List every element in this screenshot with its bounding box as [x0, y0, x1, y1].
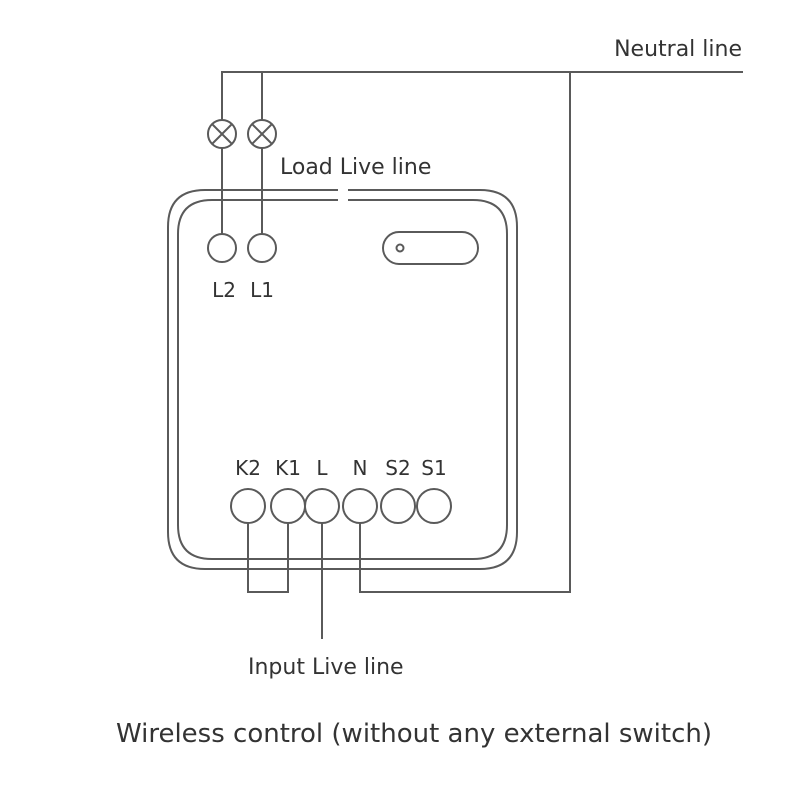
- terminal-label-l1: L1: [250, 278, 274, 302]
- indicator-button: [382, 231, 479, 265]
- terminal-label-n: N: [353, 456, 368, 480]
- terminal-k1: [270, 488, 306, 524]
- terminal-label-k2: K2: [235, 456, 261, 480]
- terminal-label-l2: L2: [212, 278, 236, 302]
- terminal-l2: [207, 233, 237, 263]
- diagram-caption: Wireless control (without any external s…: [116, 719, 712, 749]
- neutral-return-wire: [359, 71, 571, 593]
- terminal-label-l: L: [316, 456, 328, 480]
- lamp-l2: [207, 119, 237, 149]
- terminal-l: [304, 488, 340, 524]
- terminal-l1: [247, 233, 277, 263]
- bottom-terminals: [230, 488, 452, 524]
- k2-k1-bridge-wire: [247, 519, 289, 593]
- top-terminals: [207, 233, 277, 263]
- terminal-label-k1: K1: [275, 456, 301, 480]
- terminal-n: [342, 488, 378, 524]
- module-housing: [167, 189, 518, 570]
- neutral-line-label: Neutral line: [614, 37, 742, 62]
- lamp-l1: [247, 119, 277, 149]
- terminal-label-s2: S2: [385, 456, 410, 480]
- terminal-s2: [380, 488, 416, 524]
- input-live-line-label: Input Live line: [248, 655, 404, 680]
- terminal-s1: [416, 488, 452, 524]
- load-live-line-label: Load Live line: [280, 155, 431, 180]
- terminal-label-s1: S1: [421, 456, 446, 480]
- terminal-k2: [230, 488, 266, 524]
